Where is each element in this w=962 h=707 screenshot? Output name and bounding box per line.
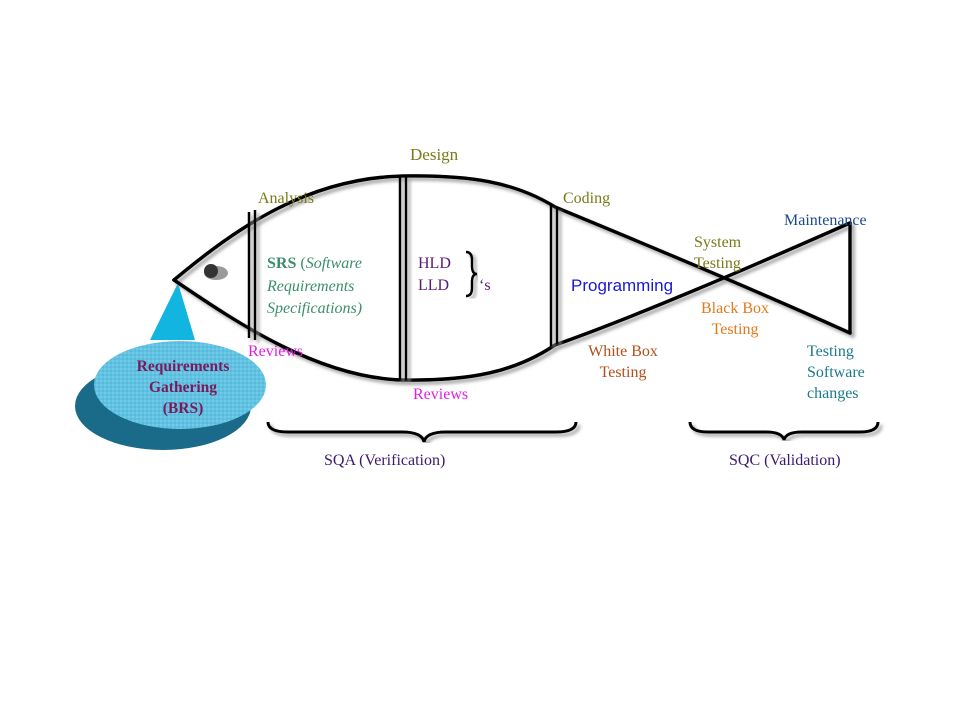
hld-lld-brace [465,250,478,298]
fish-lower-curve [172,221,852,382]
maintenance-line1: Testing [807,343,854,360]
requirements-bubble [75,283,266,450]
stage-dividers [247,176,559,380]
white-box-line1: White Box [588,343,658,360]
maintenance-line2: Software [807,364,865,381]
srs-line2: Requirements [267,277,355,295]
white-box-line2: Testing [599,364,647,381]
divider-design [398,176,408,380]
requirements-label: Requirements Gathering (BRS) [118,356,248,419]
sqa-label: SQA (Verification) [324,452,446,469]
hld-label: HLD [418,255,451,272]
fish-body [172,174,852,382]
stage-analysis-label: Analysis [258,190,314,207]
fish-upper-curve [172,174,852,335]
white-box-testing-label: White Box Testing [578,341,668,383]
requirements-line3: (BRS) [162,400,204,417]
analysis-reviews-label: Reviews [248,343,304,360]
maintenance-line3: changes [807,385,859,402]
testing-software-changes-label: Testing Software changes [807,341,865,404]
srs-abbr: SRS [267,255,297,272]
bubble-top [94,341,266,429]
sqc-label: SQC (Validation) [729,452,841,469]
design-reviews-label: Reviews [413,386,469,403]
programming-label: Programming [571,276,674,295]
stage-coding-label: Coding [563,190,611,207]
srs-text: SRS (Software Requirements Specification… [267,253,362,321]
black-box-testing-label: Black Box Testing [690,298,780,340]
requirements-line1: Requirements [136,358,230,375]
divider-coding [549,205,559,346]
lld-label: LLD [418,277,450,294]
requirements-line2: Gathering [148,379,218,396]
stage-maintenance-label: Maintenance [784,212,867,229]
system-line1: System [694,234,742,251]
design-suffix-label: ‘s [479,277,491,294]
srs-line1: Software [305,255,362,272]
system-line2: Testing [694,255,741,272]
sqc-brace [688,421,880,441]
bubble-pointer [150,283,195,340]
divider-analysis [247,210,257,340]
black-box-line2: Testing [711,321,759,338]
stage-design-label: Design [410,145,459,164]
srs-open: ( [296,255,306,272]
sqa-brace [266,421,578,443]
system-testing-label: System Testing [694,232,741,274]
black-box-line1: Black Box [701,300,769,317]
srs-line3: Specifications) [267,300,363,317]
fish-eye [204,264,228,280]
